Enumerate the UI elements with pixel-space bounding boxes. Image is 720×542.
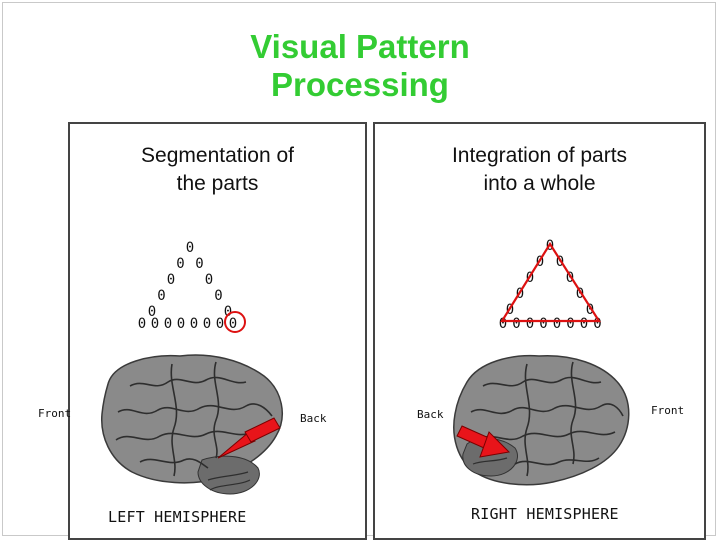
integration-outline xyxy=(500,241,602,323)
pattern-element: 0 xyxy=(148,304,156,320)
pattern-element: 0 xyxy=(195,256,203,272)
pattern-element: 0 xyxy=(176,256,184,272)
right-front-label: Front xyxy=(651,404,685,417)
pattern-element: 0 xyxy=(138,316,146,332)
left-front-label: Front xyxy=(38,407,72,420)
pattern-element: 0 xyxy=(157,288,165,304)
right-back-label: Back xyxy=(417,408,444,421)
slide-title: Visual Pattern Processing xyxy=(0,28,720,104)
integration-heading: Integration of parts into a whole xyxy=(375,142,704,198)
pattern-element: 0 xyxy=(151,316,159,332)
pattern-element: 0 xyxy=(186,240,194,256)
right-arrow-head xyxy=(479,431,511,458)
pattern-element: 0 xyxy=(216,316,224,332)
pattern-element: 0 xyxy=(499,316,507,332)
pattern-element: 0 xyxy=(164,316,172,332)
pattern-element: 0 xyxy=(586,302,594,318)
pattern-element: 0 xyxy=(580,316,588,332)
right-hemisphere-label: RIGHT HEMISPHERE xyxy=(471,505,619,523)
right-brain-image xyxy=(453,354,630,486)
left-hemisphere-label: LEFT HEMISPHERE xyxy=(108,508,247,526)
pattern-element: 0 xyxy=(566,270,574,286)
pattern-element: 0 xyxy=(566,316,574,332)
title-line-2: Processing xyxy=(271,65,449,103)
segmentation-heading-line-2: the parts xyxy=(176,172,259,195)
left-brain-image xyxy=(101,354,283,495)
pattern-element: 0 xyxy=(512,316,520,332)
pattern-element: 0 xyxy=(177,316,185,332)
left-back-label: Back xyxy=(300,412,327,425)
pattern-element: 0 xyxy=(556,254,564,270)
pattern-element: 0 xyxy=(203,316,211,332)
integration-heading-line-1: Integration of parts xyxy=(451,144,628,167)
pattern-element: 0 xyxy=(539,316,547,332)
pattern-element: 0 xyxy=(214,288,222,304)
pattern-element: 0 xyxy=(205,272,213,288)
pattern-element: 0 xyxy=(576,286,584,302)
left-arrow-shaft xyxy=(244,417,281,443)
pattern-element: 0 xyxy=(593,316,601,332)
pattern-element: 0 xyxy=(229,316,237,332)
highlight-circle xyxy=(224,311,246,333)
segmentation-heading: Segmentation of the parts xyxy=(70,142,365,198)
pattern-element: 0 xyxy=(190,316,198,332)
title-line-1: Visual Pattern xyxy=(250,28,470,65)
integration-heading-line-2: into a whole xyxy=(483,172,596,195)
pattern-element: 0 xyxy=(553,316,561,332)
pattern-element: 0 xyxy=(167,272,175,288)
pattern-element: 0 xyxy=(224,304,232,320)
pattern-element: 0 xyxy=(526,316,534,332)
segmentation-heading-line-1: Segmentation of xyxy=(141,144,294,167)
